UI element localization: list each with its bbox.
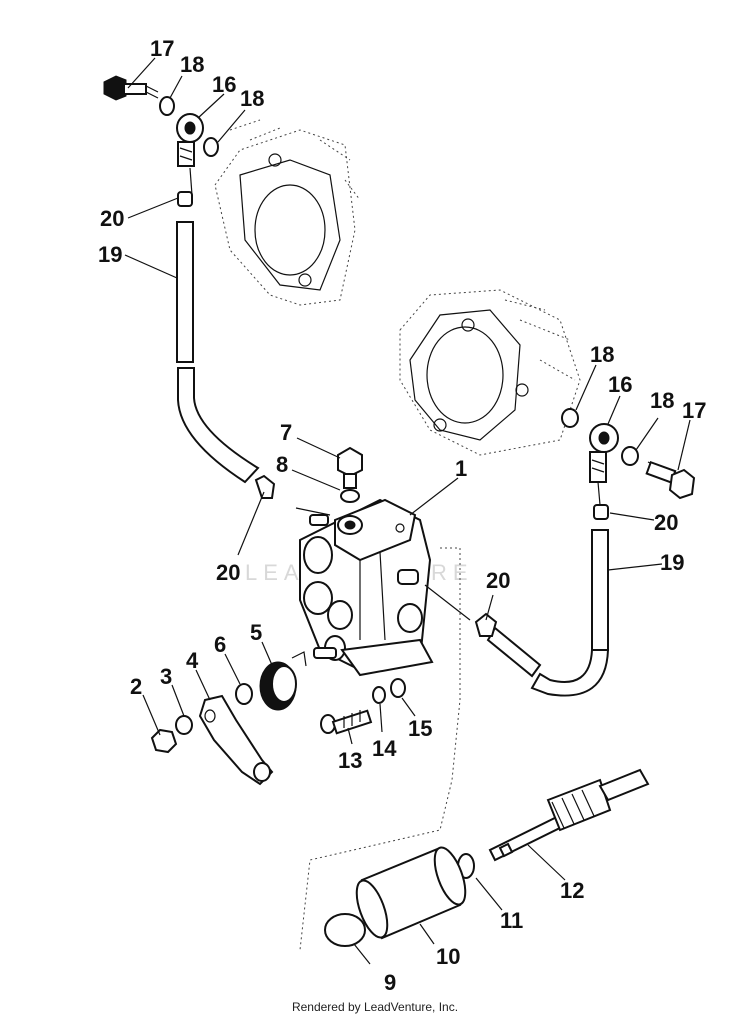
- callout-6: 6: [214, 632, 226, 657]
- callout-13: 13: [338, 748, 362, 773]
- callout-7: 7: [280, 420, 292, 445]
- lever-washer: [175, 715, 193, 735]
- snap-ring: [324, 913, 366, 947]
- pump-drive-worm-shaft: [488, 768, 650, 862]
- callout-4: 4: [186, 648, 199, 673]
- callout-14: 14: [372, 736, 397, 761]
- pump-shaft: [313, 647, 337, 659]
- callout-2: 2: [130, 674, 142, 699]
- hollow-bolt: [337, 446, 363, 489]
- callout-15: 15: [408, 716, 432, 741]
- oil-hose-left: [176, 221, 260, 484]
- callout-17-left: 17: [150, 36, 174, 61]
- banjo-fitting-right: [589, 423, 619, 483]
- sealing-washer: [340, 489, 360, 503]
- pump-control-lever: [198, 694, 274, 786]
- crush-washer-right-b: [621, 446, 639, 466]
- crush-washer-left-b: [203, 137, 219, 157]
- render-credit: Rendered by LeadVenture, Inc.: [291, 1000, 459, 1014]
- callout-18-right-a: 18: [590, 342, 614, 367]
- plain-washer: [390, 678, 406, 698]
- callout-3: 3: [160, 664, 172, 689]
- callout-9: 9: [384, 970, 396, 995]
- banjo-fitting-left: [176, 113, 204, 167]
- crush-washer-right-a: [561, 408, 579, 428]
- hose-clamp-left-top: [177, 191, 193, 207]
- callout-10: 10: [436, 944, 460, 969]
- callout-11: 11: [500, 908, 523, 933]
- callout-20-center: 20: [486, 568, 510, 593]
- callout-5: 5: [250, 620, 262, 645]
- pump-drive-gear: [259, 651, 307, 711]
- gear-washer: [235, 683, 253, 705]
- shaft-bushing: [355, 846, 467, 940]
- callout-19-left: 19: [98, 242, 122, 267]
- callout-20-left-bottom: 20: [216, 560, 240, 585]
- hose-clamp-right-bottom: [474, 612, 498, 637]
- pump-outline-ghost: [299, 547, 461, 951]
- engine-cylinder-right: [399, 289, 581, 456]
- callout-1: 1: [455, 456, 467, 481]
- callout-18-right-b: 18: [650, 388, 674, 413]
- engine-cylinder-left: [214, 119, 361, 306]
- hose-clamp-right-top: [593, 504, 609, 520]
- callout-16-left: 16: [212, 72, 236, 97]
- banjo-bolt-right: [645, 460, 696, 500]
- callout-17-right: 17: [682, 398, 706, 423]
- callout-18-left-a: 18: [180, 52, 204, 77]
- lever-nut: [150, 728, 178, 754]
- callout-18-left-b: 18: [240, 86, 264, 111]
- callout-8: 8: [276, 452, 288, 477]
- callout-20-left-top: 20: [100, 206, 124, 231]
- callout-20-right: 20: [654, 510, 678, 535]
- callout-19-right: 19: [660, 550, 684, 575]
- pump-mounting-screw: [320, 709, 373, 735]
- callout-16-right: 16: [608, 372, 632, 397]
- hose-clamp-left-bottom: [254, 474, 276, 499]
- callout-12: 12: [560, 878, 584, 903]
- oil-hose-right: [486, 529, 610, 697]
- banjo-bolt-left: [103, 75, 159, 101]
- crush-washer-left-a: [159, 96, 175, 116]
- callout-leaders: [124, 57, 691, 965]
- lock-washer: [372, 686, 386, 704]
